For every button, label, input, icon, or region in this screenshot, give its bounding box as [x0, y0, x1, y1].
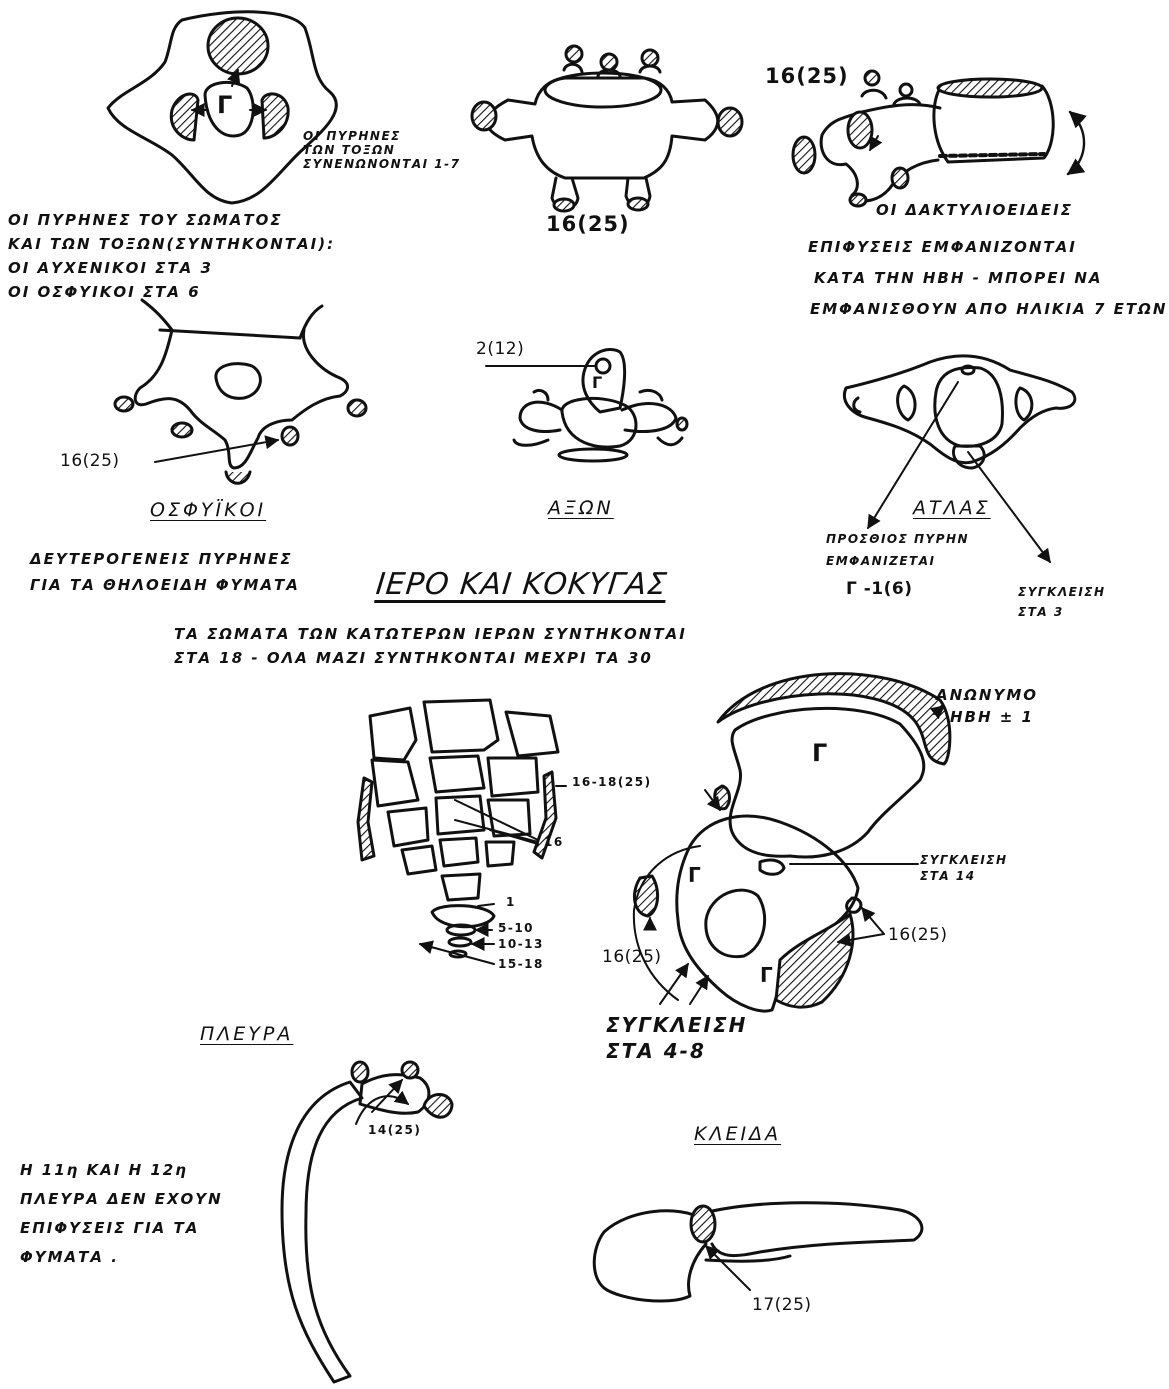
- atlas-anterior-note: ΠΡΟΣΘΙΟΣ ΠΥΡΗΝ ΕΜΦΑΝΙΖΕΤΑΙ: [826, 528, 969, 572]
- body-note-line-4: ΟΙ ΟΣΦΥΙΚΟΙ ΣΤΑ 6: [8, 280, 335, 304]
- closure-14-line-2: ΣΤΑ 14: [920, 868, 1008, 884]
- rib-drawing: [282, 1062, 452, 1382]
- annular-epiphyses-note-rest: ΕΠΙΦΥΣΕΙΣ ΕΜΦΑΝΙΖΟΝΤΑΙ ΚΑΤΑ ΤΗΝ ΗΒΗ - ΜΠ…: [808, 232, 1167, 325]
- rib-title: ΠΛΕΥΡΑ: [200, 1024, 293, 1046]
- lumbar-vertebra-drawing: [115, 300, 366, 483]
- atlas-anterior-value: Γ -1(6): [846, 580, 913, 600]
- closure-4-8-line-2: ΣΤΑ 4-8: [606, 1038, 747, 1064]
- axis-label: 2(12): [476, 340, 524, 360]
- iliac-crest-line-1: ΑΝΩΝΥΜΟ: [936, 684, 1038, 706]
- sacrum-coccyx-drawing: [358, 700, 566, 964]
- vertebra-middle-caption: 16(25): [546, 212, 630, 236]
- axis-gamma: Γ: [592, 374, 604, 392]
- iliac-crest-line-2: ΗΒΗ ± 1: [950, 706, 1038, 728]
- lumbar-note-line-1: ΔΕΥΤΕΡΟΓΕΝΕΙΣ ΠΥΡΗΝΕΣ: [30, 546, 300, 572]
- atlas-anterior-line-1: ΠΡΟΣΘΙΟΣ ΠΥΡΗΝ: [826, 528, 969, 550]
- vertebra-anterior-view: [472, 46, 742, 211]
- sacrum-label-16: 16: [544, 836, 564, 850]
- axis-vertebra-drawing: [486, 349, 687, 461]
- clavicle-drawing: [594, 1203, 922, 1301]
- hip-bone-drawing: [634, 674, 950, 1011]
- body-note-line-1: ΟΙ ΠΥΡΗΝΕΣ ΤΟΥ ΣΩΜΑΤΟΣ: [8, 208, 335, 232]
- sacrum-main-title: ΙΕΡΟ ΚΑΙ ΚΟΚΥΓΑΣ: [374, 568, 669, 603]
- gamma-label-top: Γ: [217, 92, 234, 120]
- rib-note-line-2: ΠΛΕΥΡΑ ΔΕΝ ΕΧΟΥΝ: [20, 1185, 223, 1214]
- coccyx-label-15-18: 15-18: [498, 958, 544, 972]
- arch-nuclei-line-1: ΟΙ ΠΥΡΗΝΕΣ: [303, 130, 460, 144]
- pelvis-gamma-ischium: Γ: [688, 864, 703, 887]
- coccyx-label-1: 1: [506, 896, 516, 910]
- annular-epiphyses-note: ΟΙ ΔΑΚΤΥΛΙΟΕΙΔΕΙΣ: [876, 196, 1073, 224]
- iliac-crest-note: ΑΝΩΝΥΜΟ ΗΒΗ ± 1: [936, 684, 1038, 728]
- sacrum-note-line-1: ΤΑ ΣΩΜΑΤΑ ΤΩΝ ΚΑΤΩΤΕΡΩΝ ΙΕΡΩΝ ΣΥΝΤΗΚΟΝΤΑ…: [174, 622, 687, 646]
- rib-note-line-3: ΕΠΙΦΥΣΕΙΣ ΓΙΑ ΤΑ: [20, 1214, 223, 1243]
- pelvis-gamma-ilium: Γ: [812, 740, 829, 768]
- lumbar-note-line-2: ΓΙΑ ΤΑ ΘΗΛΟΕΙΔΗ ΦΥΜΑΤΑ: [30, 572, 300, 598]
- rib-note: Η 11η ΚΑΙ Η 12η ΠΛΕΥΡΑ ΔΕΝ ΕΧΟΥΝ ΕΠΙΦΥΣΕ…: [20, 1156, 223, 1272]
- arch-nuclei-line-2: ΤΩΝ ΤΟΞΩΝ: [303, 144, 460, 158]
- pelvis-closure-4-8-note: ΣΥΓΚΛΕΙΣΗ ΣΤΑ 4-8: [606, 1012, 747, 1064]
- atlas-title: ΑΤΛΑΣ: [913, 498, 991, 520]
- axis-title: ΑΞΩΝ: [548, 498, 614, 520]
- closure-4-8-line-1: ΣΥΓΚΛΕΙΣΗ: [606, 1012, 747, 1038]
- closure-14-line-1: ΣΥΓΚΛΕΙΣΗ: [920, 852, 1008, 868]
- pelvis-closure-14-note: ΣΥΓΚΛΕΙΣΗ ΣΤΑ 14: [920, 852, 1008, 884]
- annular-note-line-4: ΕΜΦΑΝΙΣΘΟΥΝ ΑΠΟ ΗΛΙΚΙΑ 7 ΕΤΩΝ: [810, 294, 1167, 325]
- rib-note-line-4: ΦΥΜΑΤΑ .: [20, 1243, 223, 1272]
- body-arch-fusion-note: ΟΙ ΠΥΡΗΝΕΣ ΤΟΥ ΣΩΜΑΤΟΣ ΚΑΙ ΤΩΝ ΤΟΞΩΝ(ΣΥΝ…: [8, 208, 335, 304]
- gamma-label-text: Γ: [217, 91, 234, 119]
- rib-label: 14(25): [368, 1124, 421, 1138]
- clavicle-label: 17(25): [752, 1296, 812, 1316]
- atlas-closure-note: ΣΥΓΚΛΕΙΣΗ ΣΤΑ 3: [1018, 582, 1106, 622]
- body-note-line-3: ΟΙ ΑΥΧΕΝΙΚΟΙ ΣΤΑ 3: [8, 256, 335, 280]
- atlas-anterior-line-2: ΕΜΦΑΝΙΖΕΤΑΙ: [826, 550, 969, 572]
- arch-nuclei-line-3: ΣΥΝΕΝΩΝΟΝΤΑΙ 1-7: [303, 158, 460, 172]
- sacrum-label-16-18: 16-18(25): [572, 776, 652, 790]
- vertebra-lateral-view: [793, 71, 1084, 206]
- arch-nuclei-note: ΟΙ ΠΥΡΗΝΕΣ ΤΩΝ ΤΟΞΩΝ ΣΥΝΕΝΩΝΟΝΤΑΙ 1-7: [303, 130, 460, 171]
- annular-note-line-3: ΚΑΤΑ ΤΗΝ ΗΒΗ - ΜΠΟΡΕΙ ΝΑ: [814, 263, 1167, 294]
- body-note-line-2: ΚΑΙ ΤΩΝ ΤΟΞΩΝ(ΣΥΝΤΗΚΟΝΤΑΙ):: [8, 232, 335, 256]
- rib-note-line-1: Η 11η ΚΑΙ Η 12η: [20, 1156, 223, 1185]
- atlas-closure-line-2: ΣΤΑ 3: [1018, 602, 1106, 622]
- annular-note-line-2: ΕΠΙΦΥΣΕΙΣ ΕΜΦΑΝΙΖΟΝΤΑΙ: [808, 232, 1167, 263]
- vertebra-side-label: 16(25): [765, 64, 849, 88]
- coccyx-label-10-13: 10-13: [498, 938, 544, 952]
- lumbar-note: ΔΕΥΤΕΡΟΓΕΝΕΙΣ ΠΥΡΗΝΕΣ ΓΙΑ ΤΑ ΘΗΛΟΕΙΔΗ ΦΥ…: [30, 546, 300, 598]
- pelvis-label-left: 16(25): [602, 948, 662, 968]
- atlas-closure-line-1: ΣΥΓΚΛΕΙΣΗ: [1018, 582, 1106, 602]
- pelvis-gamma-pubis: Γ: [760, 964, 775, 987]
- annular-note-line-1: ΟΙ ΔΑΚΤΥΛΙΟΕΙΔΕΙΣ: [876, 196, 1073, 224]
- lumbar-label: 16(25): [60, 452, 120, 472]
- sacrum-fusion-note: ΤΑ ΣΩΜΑΤΑ ΤΩΝ ΚΑΤΩΤΕΡΩΝ ΙΕΡΩΝ ΣΥΝΤΗΚΟΝΤΑ…: [174, 622, 687, 670]
- sacrum-note-line-2: ΣΤΑ 18 - ΟΛΑ ΜΑΖΙ ΣΥΝΤΗΚΟΝΤΑΙ ΜΕΧΡΙ ΤΑ 3…: [174, 646, 687, 670]
- pelvis-label-right: 16(25): [888, 926, 948, 946]
- coccyx-label-5-10: 5-10: [498, 922, 534, 936]
- lumbar-title: ΟΣΦΥΪΚΟΙ: [150, 500, 266, 522]
- clavicle-title: ΚΛΕΙΔΑ: [694, 1124, 781, 1146]
